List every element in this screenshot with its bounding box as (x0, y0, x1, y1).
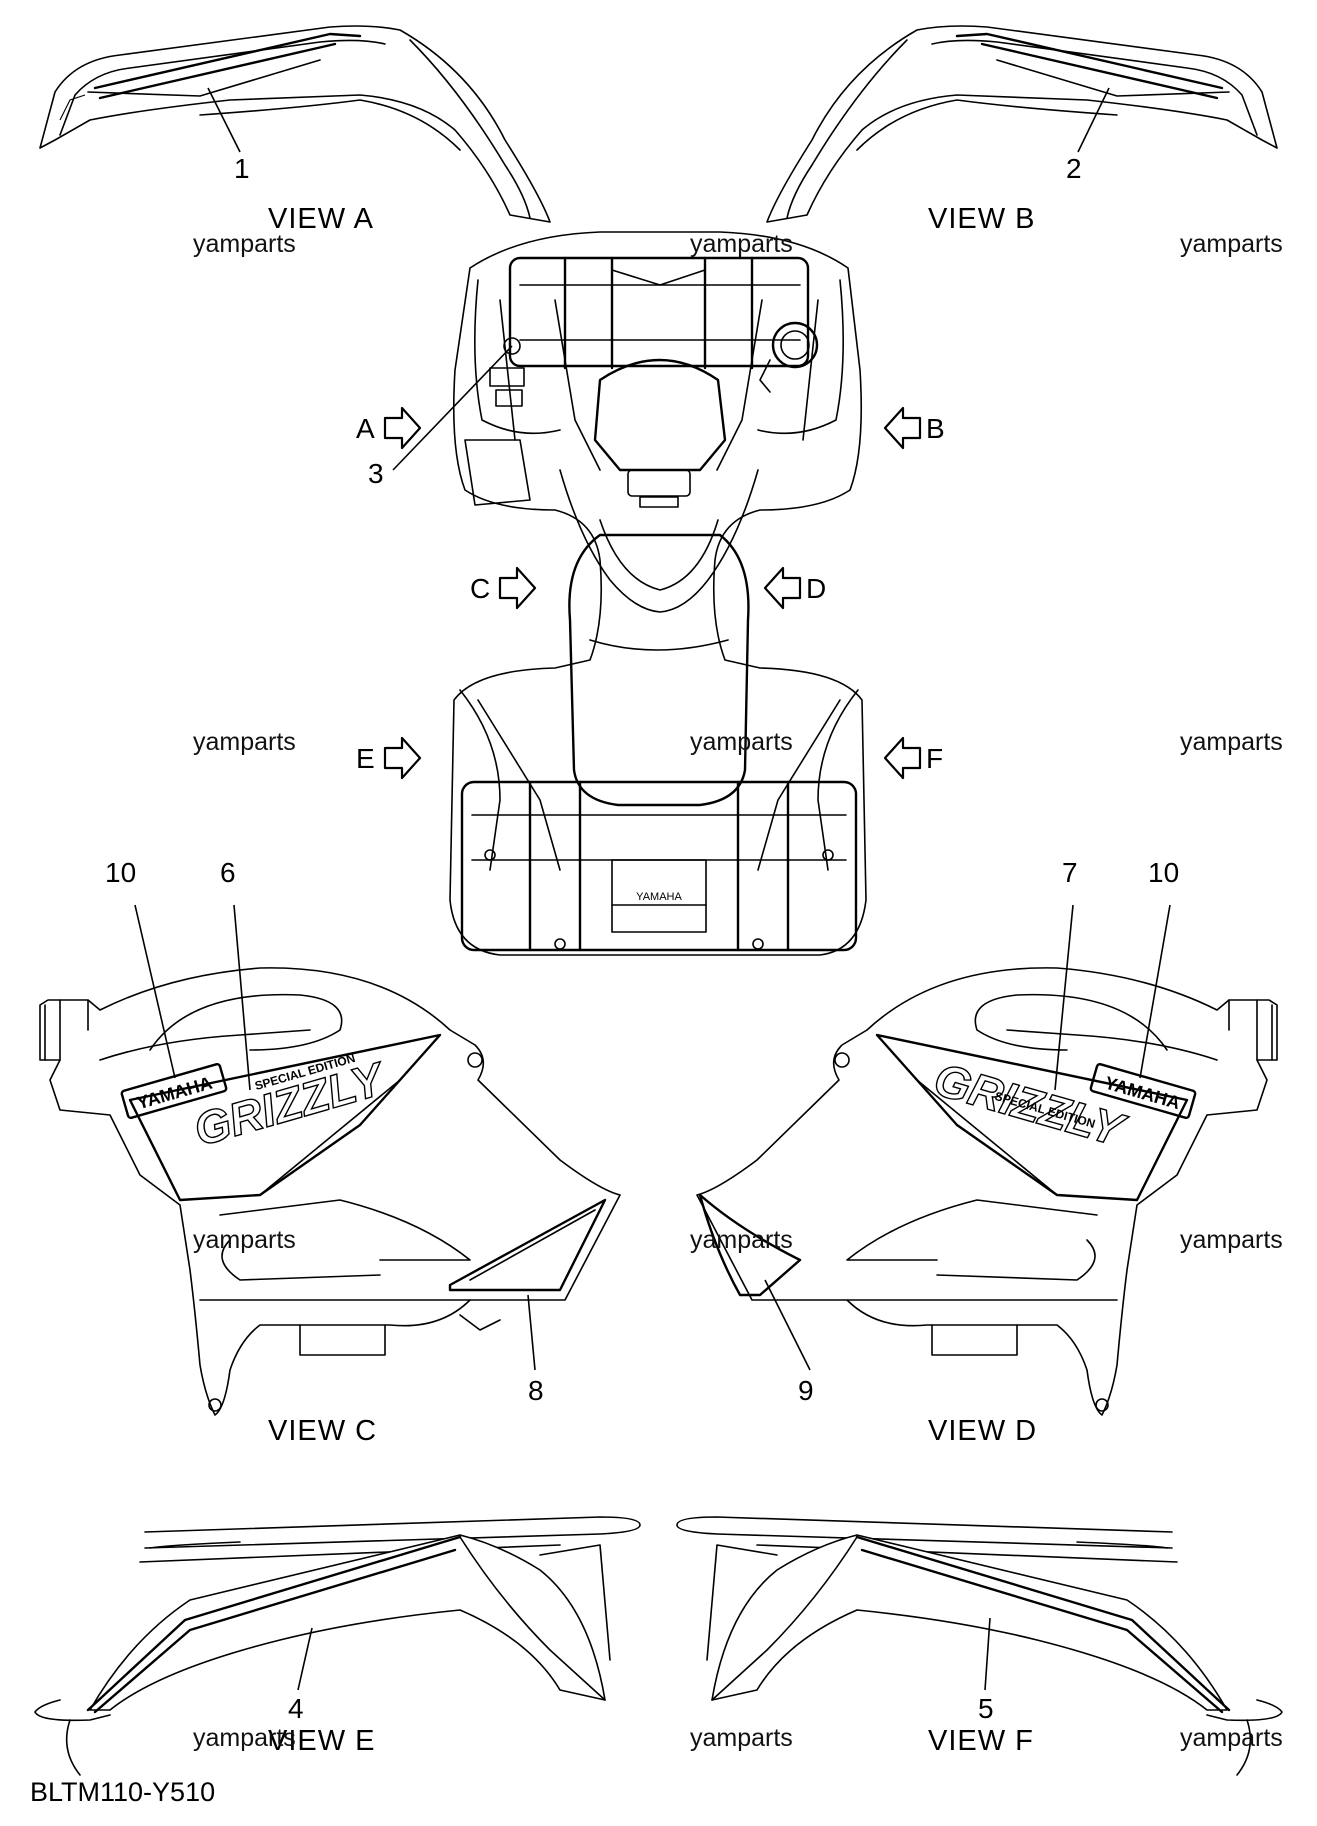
view-e-rear-fender (34, 1516, 641, 1776)
watermark: yamparts (193, 728, 296, 756)
svg-text:B: B (926, 413, 945, 444)
callout-7: 7 (1062, 857, 1078, 888)
callout-4: 4 (288, 1693, 304, 1724)
callout-3: 3 (368, 458, 384, 489)
watermark: yamparts (193, 1724, 296, 1752)
view-c-side-panel: YAMAHA GRIZZLY SPECIAL EDITION (39, 967, 621, 1416)
callout-8: 8 (528, 1375, 544, 1406)
view-arrow-c: C (470, 566, 537, 610)
watermark: yamparts (1180, 1724, 1283, 1752)
rack-yamaha-badge: YAMAHA (636, 891, 682, 903)
watermark: yamparts (690, 1226, 793, 1254)
watermark: yamparts (193, 1226, 296, 1254)
document-code: BLTM110-Y510 (30, 1777, 215, 1807)
view-a-label: VIEW A (268, 203, 374, 235)
watermark: yamparts (1180, 728, 1283, 756)
view-arrow-d: D (763, 566, 826, 610)
atv-top-view: YAMAHA (449, 231, 867, 956)
view-b-fender (766, 25, 1278, 223)
view-arrow-f: F (883, 736, 943, 780)
callout-10-left: 10 (105, 857, 136, 888)
svg-text:E: E (356, 743, 375, 774)
watermark: yamparts (690, 230, 793, 258)
view-c-label: VIEW C (268, 1415, 377, 1447)
watermark: yamparts (1180, 230, 1283, 258)
view-arrow-b: B (883, 406, 945, 450)
callout-1: 1 (234, 153, 250, 184)
callout-10-right: 10 (1148, 857, 1179, 888)
view-e-label: VIEW E (268, 1725, 376, 1757)
callout-2: 2 (1066, 153, 1082, 184)
svg-text:F: F (926, 743, 943, 774)
view-b-label: VIEW B (928, 203, 1036, 235)
svg-text:A: A (356, 413, 375, 444)
svg-text:D: D (806, 573, 826, 604)
callout-9: 9 (798, 1375, 814, 1406)
view-a-fender (39, 25, 551, 223)
view-f-label: VIEW F (928, 1725, 1034, 1757)
svg-text:C: C (470, 573, 490, 604)
watermark: yamparts (193, 230, 296, 258)
callout-5: 5 (978, 1693, 994, 1724)
view-f-rear-fender (676, 1516, 1283, 1776)
view-d-label: VIEW D (928, 1415, 1037, 1447)
view-arrow-a: A (356, 406, 422, 450)
watermark: yamparts (690, 728, 793, 756)
watermark: yamparts (690, 1724, 793, 1752)
watermark: yamparts (1180, 1226, 1283, 1254)
callout-6: 6 (220, 857, 236, 888)
view-d-side-panel: YAMAHA GRIZZLY SPECIAL EDITION (696, 967, 1278, 1416)
view-arrow-e: E (356, 736, 422, 780)
